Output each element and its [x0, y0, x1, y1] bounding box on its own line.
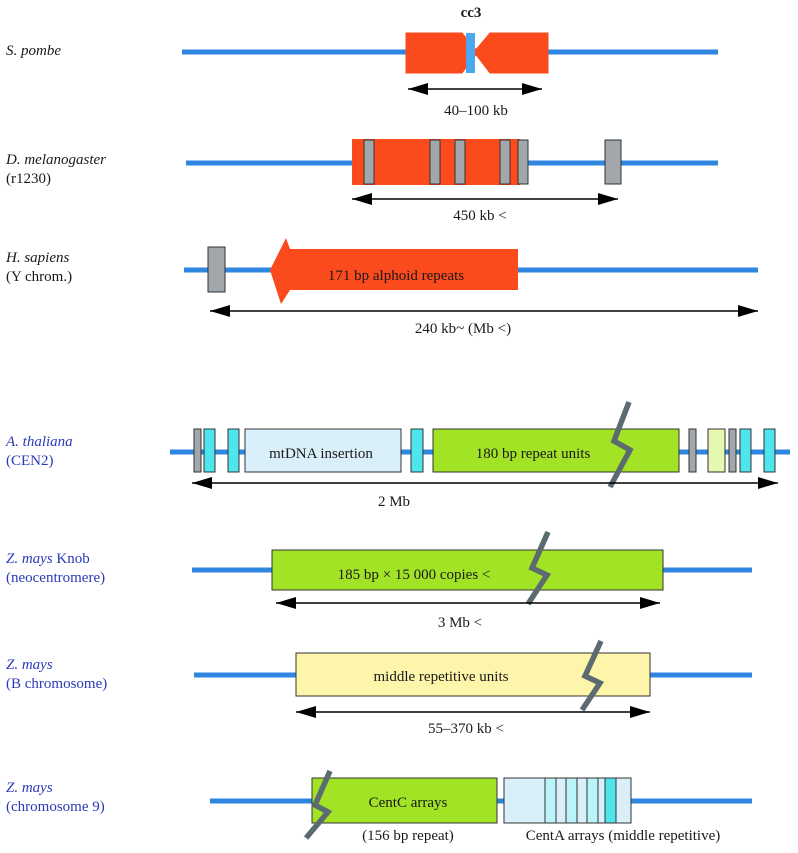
row-s-pombe: cc3 40–100 kb — [182, 5, 718, 119]
species-label-z-mays-chr9: Z. mays — [6, 780, 53, 796]
transposon-box — [363, 139, 375, 185]
break-mark — [579, 639, 605, 712]
species-subtitle-z-mays-chr9: (chromosome 9) — [6, 799, 105, 815]
cyan-box — [410, 428, 424, 473]
grey-box — [193, 428, 202, 473]
span-label-z-mays-knob: 3 Mb < — [438, 615, 482, 631]
box-label-185bp: 185 bp × 15 000 copies < — [338, 567, 491, 583]
box-label-alphoid: 171 bp alphoid repeats — [328, 268, 464, 284]
transposon-box — [429, 139, 441, 185]
species-label-z-mays-knob: Z. mays Knob — [6, 550, 90, 569]
knob-repeat-box — [271, 549, 664, 591]
span-label-a-thaliana: 2 Mb — [378, 494, 410, 510]
species-subtitle-z-mays-knob: (neocentromere) — [6, 570, 106, 586]
centa-stripe — [565, 777, 578, 824]
alphoid-repeat-arrow — [270, 238, 518, 304]
species-label-d-melanogaster: D. melanogaster — [6, 152, 106, 168]
cyan-box — [227, 428, 240, 473]
central-core-box — [466, 33, 475, 73]
species-subtitle-h-sapiens: (Y chrom.) — [6, 269, 73, 285]
species-name-z-mays-knob: Z. mays — [6, 551, 53, 567]
species-suffix-knob: Knob — [52, 551, 90, 567]
mtdna-insertion-box — [244, 428, 402, 473]
species-label-s-pombe: S. pombe — [6, 43, 61, 59]
break-mark — [525, 530, 552, 606]
row-z-mays-chr9: CentC arrays (156 bp repeat) CentA array… — [210, 769, 752, 844]
cyan-box — [203, 428, 216, 473]
cyan-box — [763, 428, 776, 473]
break-mark — [303, 769, 333, 840]
grey-box — [688, 428, 697, 473]
species-label-z-mays-b: Z. mays — [6, 657, 53, 673]
span-label-h-sapiens: 240 kb~ (Mb <) — [415, 321, 511, 337]
transposon-box — [517, 139, 529, 185]
species-subtitle-d-melanogaster: (r1230) — [6, 171, 51, 187]
box-label-156bp: (156 bp repeat) — [362, 828, 454, 844]
centa-stripe — [544, 777, 557, 824]
transposon-box — [207, 246, 226, 293]
box-label-centa: CentA arrays (middle repetitive) — [526, 828, 721, 844]
span-label-z-mays-b: 55–370 kb < — [428, 721, 504, 737]
cyan-box — [739, 428, 752, 473]
species-subtitle-z-mays-b: (B chromosome) — [6, 676, 108, 692]
centc-array-box — [311, 777, 498, 824]
outer-repeat-arrow-right — [473, 32, 549, 74]
species-label-a-thaliana: A. thaliana — [6, 434, 73, 450]
centa-stripe — [586, 777, 599, 824]
region-label-cc3: cc3 — [461, 5, 482, 21]
repeat-units-box — [432, 428, 680, 473]
row-h-sapiens: 171 bp alphoid repeats 240 kb~ (Mb <) — [184, 238, 758, 337]
box-label-centc: CentC arrays — [369, 795, 448, 811]
species-label-h-sapiens: H. sapiens — [6, 250, 70, 266]
row-a-thaliana: mtDNA insertion 180 bp repeat units 2 Mb — [170, 401, 790, 510]
span-label-s-pombe: 40–100 kb — [444, 103, 508, 119]
span-label-d-melanogaster: 450 kb < — [453, 208, 506, 224]
box-label-mtdna: mtDNA insertion — [269, 446, 373, 462]
transposon-box — [454, 139, 466, 185]
break-mark — [607, 401, 634, 489]
pale-green-box — [707, 428, 726, 473]
centa-stripe — [604, 777, 617, 824]
grey-box — [728, 428, 737, 473]
row-z-mays-b: middle repetitive units 55–370 kb < — [194, 639, 752, 737]
box-label-middle-repetitive: middle repetitive units — [374, 669, 509, 685]
row-d-melanogaster: 450 kb < — [186, 139, 718, 224]
transposon-box — [499, 139, 511, 185]
row-z-mays-knob: 185 bp × 15 000 copies < 3 Mb < — [192, 530, 752, 631]
box-label-180bp: 180 bp repeat units — [476, 446, 591, 462]
transposon-box — [604, 139, 622, 185]
species-subtitle-a-thaliana: (CEN2) — [6, 453, 54, 469]
